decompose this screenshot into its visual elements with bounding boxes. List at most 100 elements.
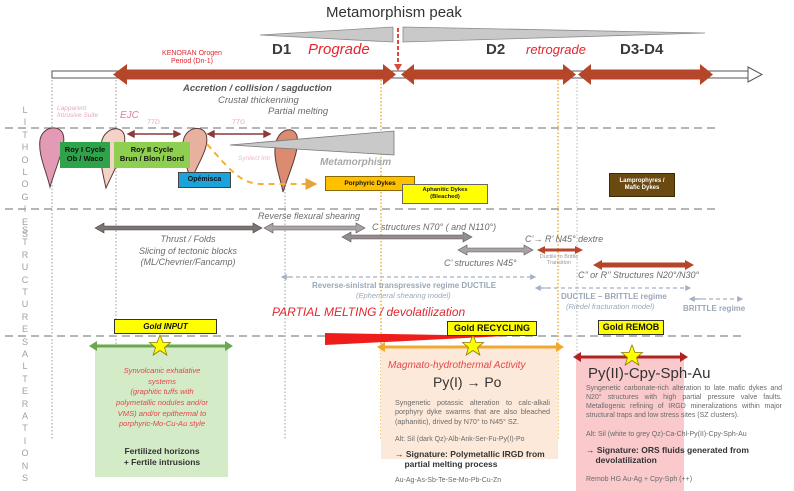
side-label-letter: S <box>21 225 28 235</box>
phase-retrograde: retrograde <box>526 42 586 57</box>
side-label-letter: E <box>21 386 28 397</box>
side-label-letter: A <box>21 349 28 359</box>
ejc-label: EJC <box>120 110 139 121</box>
intrusion-synlect <box>274 129 299 193</box>
c-prime-r-label: C’→ R’ N45° dextre <box>525 234 604 244</box>
gold-remob-alt: Alt: Sil (white to grey Qz)-Ca-Chl-Py(II… <box>586 431 747 438</box>
ttd-label: TTD <box>147 119 160 126</box>
gold-remob-signature: → Signature: ORS fluids generated from d… <box>586 445 749 465</box>
metamorphism-label: Metamorphism <box>320 157 392 168</box>
side-label-letter: O <box>21 154 29 165</box>
side-label-letter: G <box>21 191 29 202</box>
star-icon <box>461 333 485 356</box>
metamorphism-wedge-right <box>402 26 706 43</box>
orogen-arrow-d1 <box>113 64 396 85</box>
c-structures-label: C structures N70° ( and N110°) <box>372 222 497 232</box>
lamprophyres-box: Lamprophyres / Mafic Dykes <box>609 173 675 197</box>
phase-d2: D2 <box>486 41 506 58</box>
side-label-letter: S <box>21 473 28 484</box>
metamorphism-wedge-left <box>259 26 394 43</box>
gold-remob-label: Gold REMOB <box>598 320 664 335</box>
gold-recycling-label: Gold RECYCLING <box>447 321 537 336</box>
partial-melting-wedge <box>325 333 505 345</box>
gold-recycling-alt: Alt: Sil (dark Qz)-Alb-Ank-Ser-Fu-Py(I)-… <box>395 436 525 443</box>
phase-d3-d4: D3-D4 <box>620 41 664 58</box>
side-label-letter: R <box>21 398 29 409</box>
side-label-letter: T <box>22 129 28 140</box>
gold-input-footer: Fertilized horizons + Fertile intrusions <box>123 446 201 468</box>
orogen-arrow-d2 <box>401 64 576 85</box>
c-structures-arrow <box>341 231 473 243</box>
side-label-letter: E <box>21 216 28 227</box>
side-label-letter: R <box>21 249 29 260</box>
side-label-letter: L <box>22 361 28 372</box>
side-label-letter: H <box>21 142 29 153</box>
thrust-label: Thrust / Folds Slicing of tectonic block… <box>138 234 238 268</box>
gold-input-text: Synvolcanic exhalative systems (graphiti… <box>115 366 209 429</box>
aphanitic-dykes-box: Aphanitic Dykes (Bleached) <box>402 184 488 204</box>
opemisca-box: Opémisca <box>178 172 231 188</box>
roy2-cycle-box: Roy II Cycle Brun / Blon / Bord <box>114 142 190 168</box>
c2-structures-label: C’’ or R’’ Structures N20°/N30° <box>578 270 700 280</box>
porphyric-dykes-box: Porphyric Dykes <box>325 176 415 191</box>
side-label-letter: O <box>21 179 29 190</box>
side-label-letter: L <box>22 167 28 178</box>
gold-remob-elements: Remob HG Au-Ag + Cpy-Sph (++) <box>586 476 693 483</box>
side-label-letter: L <box>22 105 28 115</box>
side-label-letter: T <box>22 287 28 298</box>
reverse-sinistral-label: Reverse-sinistral transpressive regime D… <box>312 281 497 290</box>
reverse-flexural-label: Reverse flexural shearing <box>258 211 361 221</box>
gold-recycling-formula: Py(I) → Po <box>433 374 502 390</box>
partial-melting-label: Partial melting <box>268 106 329 117</box>
side-label-letter: R <box>21 311 29 322</box>
side-label-letter: N <box>21 460 29 471</box>
phase-prograde: Prograde <box>308 41 370 58</box>
peak-arrowhead <box>394 64 402 71</box>
side-label-letter: T <box>22 423 28 434</box>
lapparent-label: Lapparent Intrusive Suite <box>57 105 99 120</box>
synlect-label: Synlect Intr <box>238 155 271 162</box>
gold-remob-formula: Py(II)-Cpy-Sph-Au <box>588 365 711 382</box>
side-label-letter: S <box>21 336 28 347</box>
gold-recycling-text: Syngenetic potassic alteration to calc-a… <box>395 398 550 426</box>
side-label-letter: A <box>21 411 28 422</box>
side-label-letter: I <box>23 435 27 446</box>
side-label-letter: T <box>22 373 28 384</box>
side-label-letter: U <box>21 262 29 273</box>
ductile-brittle-arrow <box>537 246 583 254</box>
side-label-letter: I <box>23 204 27 215</box>
magma-path <box>206 143 318 190</box>
reverse-flexural-arrow <box>263 222 366 234</box>
ephemeral-label: (Ephemeral shearing model) <box>356 291 451 300</box>
accretion-label: Accretion / collision / sagduction <box>183 83 332 94</box>
side-label-letter: C <box>21 274 29 285</box>
partial-melting-devol-label: PARTIAL MELTING / devolatilization <box>272 305 466 319</box>
side-label-letter: I <box>23 117 27 128</box>
gold-input-label: Gold INPUT <box>114 319 217 334</box>
kenoran-label: KENORAN Orogen Period (Dn-1) <box>162 50 222 66</box>
ductile-brittle-transition-label: Ductile to Brittle Transition <box>539 254 579 267</box>
brittle-regime-label: BRITTLE regime <box>683 304 746 313</box>
gold-input-panel <box>95 347 228 477</box>
timeline-end-arrow <box>747 66 764 83</box>
c-prime-arrow <box>457 244 534 256</box>
ttg-arrow <box>206 129 272 139</box>
gold-remob-panel <box>576 357 684 491</box>
metamorphism-wedge <box>229 130 395 156</box>
star-icon <box>620 343 644 366</box>
ductile-brittle-regime-label: DUCTILE – BRITTLE regime <box>561 292 667 301</box>
side-label-letter: T <box>22 237 28 248</box>
gold-recycling-elements: Au-Ag-As-Sb-Te-Se-Mo-Pb-Cu-Zn <box>395 477 502 484</box>
riedel-label: (Riedel fracturation model) <box>566 302 655 311</box>
c2-structures-arrow <box>593 260 694 270</box>
orogen-arrow-d3d4 <box>578 64 713 85</box>
gold-remob-text: Syngenetic carbonate-rich alteration to … <box>586 385 782 420</box>
roy1-cycle-box: Roy I Cycle Ob / Waco <box>60 142 110 168</box>
crustal-label: Crustal thickenning <box>218 95 299 106</box>
side-label-letter: S <box>21 229 28 240</box>
c-prime-label: C’ structures N45° <box>444 258 517 268</box>
gold-recycling-panel <box>381 347 558 459</box>
